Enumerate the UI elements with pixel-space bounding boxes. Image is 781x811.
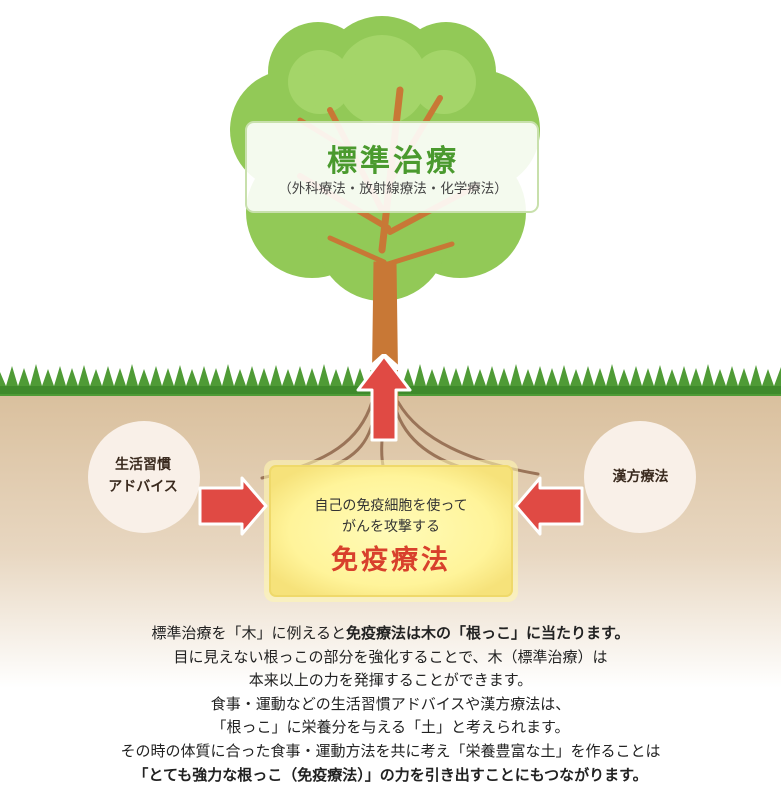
explanation-line-4: 食事・運動などの生活習慣アドバイスや漢方療法は、 xyxy=(210,694,571,713)
lifestyle-label-line1: 生活習慣 xyxy=(115,457,171,473)
up-arrow xyxy=(356,354,412,442)
immune-therapy-title: 免疫療法 xyxy=(331,545,451,576)
lifestyle-label-line2: アドバイス xyxy=(108,479,178,495)
immune-description: 自己の免疫細胞を使って がんを攻撃する xyxy=(268,496,514,538)
explanation-line-5: 「根っこ」に栄養分を与える「土」と考えられます。 xyxy=(211,718,570,737)
immune-desc-line2: がんを攻撃する xyxy=(342,519,440,535)
explanation-line-2: 目に見えない根っこの部分を強化することで、木（標準治療）は xyxy=(173,647,608,666)
immune-desc-line1: 自己の免疫細胞を使って xyxy=(314,498,468,514)
emphasis-strong-roots: 「とても強力な根っこ（免疫療法）」 xyxy=(133,765,380,784)
explanation-line-3: 本来以上の力を発揮することができます。 xyxy=(248,671,533,690)
kampo-circle xyxy=(584,421,696,533)
lifestyle-advice-label: 生活習慣 アドバイス xyxy=(88,454,198,498)
right-side-arrow xyxy=(514,476,584,536)
explanation-line-6: その時の体質に合った食事・運動方法を共に考え「栄養豊富な土」を作ることは xyxy=(120,741,661,760)
immune-box xyxy=(264,460,518,602)
standard-treatment-title: 標準治療 xyxy=(327,144,459,179)
left-side-arrow xyxy=(198,476,268,536)
standard-treatment-box xyxy=(245,121,539,213)
lifestyle-circle xyxy=(88,421,200,533)
emphasis-roots: 免疫療法は木の「根っこ」に当たります。 xyxy=(346,624,630,642)
explanation-line-7: 「とても強力な根っこ（免疫療法）」の力を引き出すことにもつながります。 xyxy=(133,765,648,784)
explanation-text: 標準治療を「木」に例えると免疫療法は木の「根っこ」に当たります。 目に見えない根… xyxy=(0,622,781,787)
standard-treatment-subtitle: （外科療法・放射線療法・化学療法） xyxy=(278,181,508,197)
kampo-label: 漢方療法 xyxy=(612,469,669,485)
explanation-line-1: 標準治療を「木」に例えると免疫療法は木の「根っこ」に当たります。 xyxy=(151,624,630,642)
